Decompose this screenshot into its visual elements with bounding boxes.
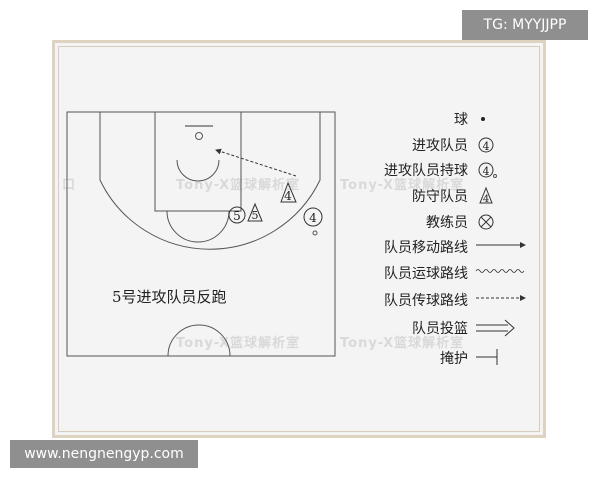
- defender-4-icon: [280, 181, 297, 203]
- legend-pass-path-label: 队员传球路线: [384, 293, 468, 309]
- legend-dribble-path-label: 队员运球路线: [384, 266, 468, 282]
- watermark-top-right: TG: MYYJJPP: [462, 10, 588, 40]
- watermark-bottom-left: www.nengnengyp.com: [10, 440, 198, 468]
- court-watermark-1: Tony-X篮球解析室: [176, 178, 301, 193]
- legend-offensive-player-with-ball-label: 进攻队员持球: [384, 163, 468, 179]
- legend-offense-ball-number: 4: [483, 165, 490, 178]
- free-throw-circle: [166, 210, 230, 243]
- diagram-panel: [58, 46, 540, 432]
- court-watermark-2: Tony-X篮球解析室: [340, 178, 465, 193]
- attacker-4-circle: [303, 207, 323, 227]
- dribble-line-icon: [475, 269, 525, 273]
- ball-small-icon: [493, 174, 497, 178]
- offensive-player-icon: [478, 137, 494, 153]
- player-number-defender-4: 4: [284, 189, 292, 203]
- free-throw-lane: [154, 111, 242, 212]
- legend-ball-label: 球: [454, 112, 468, 128]
- legend-screen-label: 掩护: [440, 351, 468, 367]
- legend-player-movement-label: 队员移动路线: [384, 240, 468, 256]
- defender-5-icon: [247, 202, 263, 222]
- three-point-arc: [99, 112, 321, 250]
- court-watermark-4: Tony-X篮球解析室: [340, 336, 465, 351]
- defensive-player-icon: [479, 186, 493, 204]
- center-circle: [167, 324, 231, 357]
- player-number-defender-5: 5: [252, 209, 259, 222]
- court-watermark-left-partial: 口: [62, 178, 77, 193]
- court-watermark-3: Tony-X篮球解析室: [176, 336, 301, 351]
- legend-defense-number: 4: [483, 194, 489, 205]
- screen-icon: [476, 349, 498, 365]
- restricted-arc: [176, 159, 220, 182]
- ball-marker: [312, 230, 318, 236]
- diagram-caption: 5号进攻队员反跑: [112, 288, 227, 306]
- attacker-5-circle: [228, 206, 246, 224]
- image-frame: [52, 40, 546, 438]
- basket-rim: [195, 132, 203, 140]
- ball-icon: [481, 117, 485, 121]
- offensive-player-with-ball-icon: [478, 162, 494, 178]
- pass-path-line: [215, 148, 297, 177]
- legend-offensive-player-label: 进攻队员: [412, 138, 468, 154]
- legend-defensive-player-label: 防守队员: [412, 189, 468, 205]
- legend-offense-number: 4: [483, 140, 490, 153]
- player-number-attacker-4: 4: [309, 211, 317, 225]
- legend-coach-label: 教练员: [426, 215, 468, 231]
- legend-shot-label: 队员投篮: [412, 321, 468, 337]
- coach-icon: [478, 214, 494, 230]
- player-number-attacker-5: 5: [233, 209, 241, 223]
- shot-arrow-icon: [476, 319, 515, 337]
